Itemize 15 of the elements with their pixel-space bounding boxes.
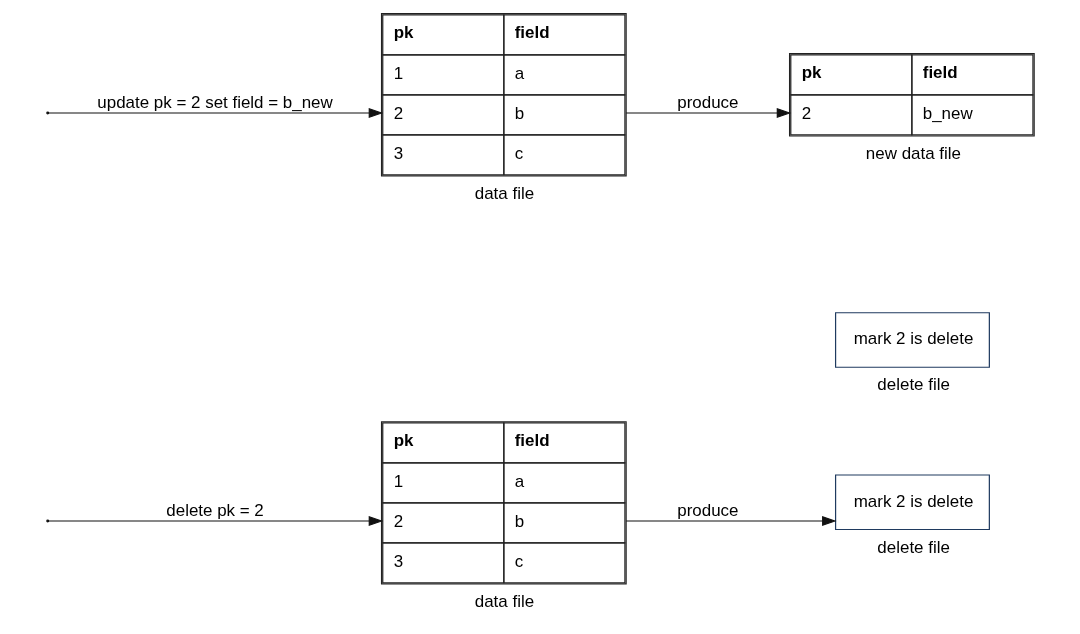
arrow (625, 515, 837, 527)
edge-label: produce (676, 501, 738, 521)
node-label: delete file (876, 375, 950, 395)
edge-label: delete pk = 2 (165, 501, 264, 521)
edge-label: update pk = 2 set field = b_new (96, 93, 333, 113)
node-box: mark 2 is delete (834, 474, 990, 531)
node-label: data file (474, 184, 534, 204)
arrow (47, 107, 383, 119)
node-label: new data file (865, 144, 961, 164)
node-label: data file (474, 592, 534, 612)
arrow (47, 515, 383, 527)
node-box: mark 2 is delete (834, 312, 990, 368)
node-label: delete file (876, 537, 950, 557)
arrow (625, 107, 791, 119)
edge-label: produce (676, 93, 738, 113)
